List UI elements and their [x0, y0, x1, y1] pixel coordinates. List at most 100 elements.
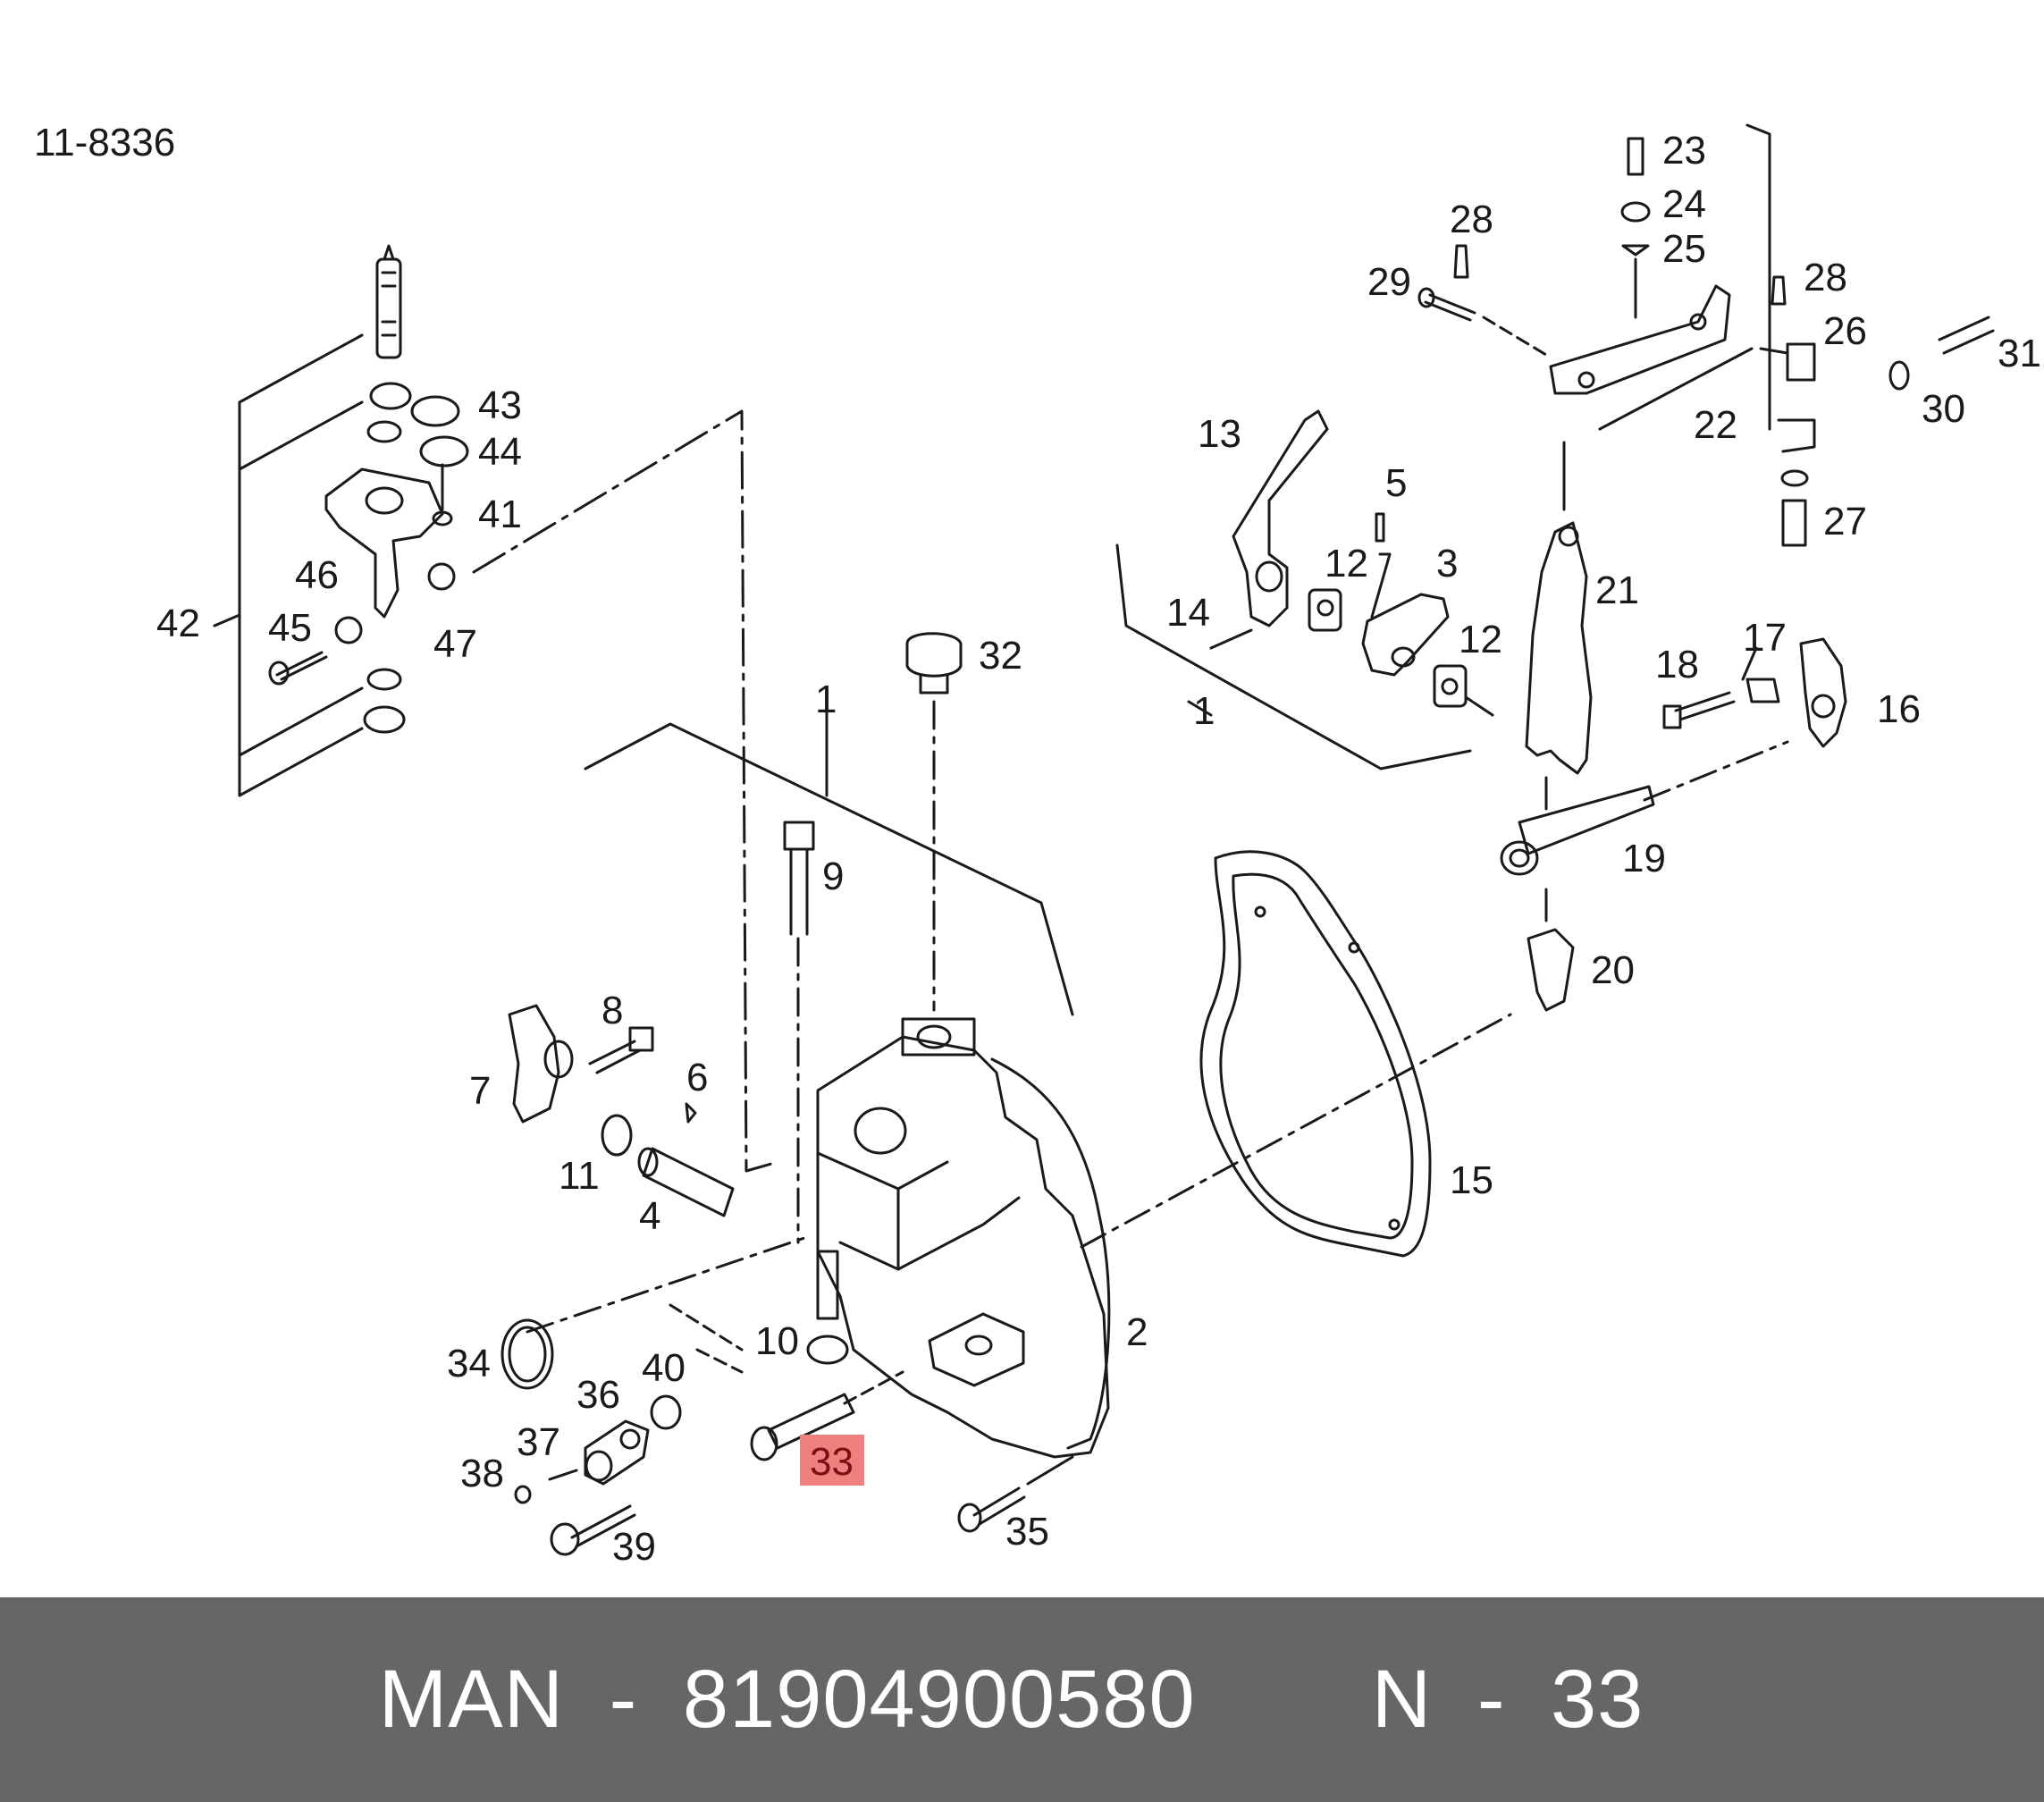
callout-1b: 1 — [1193, 689, 1215, 733]
pin-5 — [1375, 512, 1385, 543]
callout-34: 34 — [447, 1342, 491, 1385]
nut-part — [363, 705, 406, 734]
callout-29: 29 — [1367, 260, 1411, 304]
ref-label: N — [1371, 1654, 1433, 1745]
callout-23: 23 — [1662, 129, 1706, 173]
svg-text:37: 37 — [517, 1420, 560, 1464]
pin-4 — [642, 1147, 735, 1217]
svg-text:7: 7 — [469, 1069, 491, 1113]
screw-33 — [767, 1393, 855, 1450]
washer-part — [410, 395, 460, 427]
callout-28b: 28 — [1804, 256, 1847, 299]
callout-18: 18 — [1655, 643, 1699, 686]
lever-16 — [1799, 637, 1847, 748]
bracket-group-frame — [238, 333, 364, 797]
callout-42: 42 — [156, 602, 200, 645]
washer-part — [366, 668, 402, 691]
svg-text:16: 16 — [1877, 687, 1921, 731]
washer-30 — [1888, 360, 1910, 391]
svg-text:14: 14 — [1166, 591, 1210, 635]
clip-28b — [1771, 275, 1787, 306]
svg-text:18: 18 — [1655, 643, 1699, 686]
callout-14: 14 — [1166, 591, 1210, 635]
svg-text:39: 39 — [612, 1525, 656, 1569]
svg-text:26: 26 — [1823, 309, 1867, 353]
plate-12b — [1433, 664, 1468, 708]
lever-3 — [1361, 593, 1450, 677]
callout-46: 46 — [295, 553, 339, 597]
pin-part — [375, 257, 402, 359]
callout-47: 47 — [433, 622, 477, 666]
brand-separator: - — [609, 1654, 638, 1745]
callout-33: 33 — [810, 1440, 854, 1484]
block-26 — [1786, 342, 1816, 382]
callout-25: 25 — [1662, 227, 1706, 271]
svg-text:40: 40 — [642, 1346, 686, 1390]
svg-text:17: 17 — [1743, 616, 1787, 660]
stud-10 — [816, 1250, 839, 1320]
highlight-33-box — [800, 1435, 864, 1486]
callout-12b: 12 — [1459, 618, 1502, 661]
svg-text:2: 2 — [1126, 1310, 1148, 1354]
group-1-frame — [1115, 543, 1472, 770]
callout-10: 10 — [755, 1319, 799, 1363]
callout-8: 8 — [601, 989, 623, 1032]
svg-text:30: 30 — [1922, 387, 1965, 431]
svg-text:4: 4 — [639, 1194, 660, 1238]
screw-27 — [1781, 499, 1807, 547]
callout-7: 7 — [469, 1069, 491, 1113]
svg-text:19: 19 — [1622, 837, 1666, 880]
callout-9: 9 — [822, 855, 844, 898]
svg-text:24: 24 — [1662, 182, 1706, 226]
screw-37 — [548, 1469, 578, 1481]
svg-text:11: 11 — [559, 1154, 600, 1198]
callout-labels: 1 1 2 3 4 5 6 7 8 9 10 11 12 12 13 14 15… — [156, 129, 2041, 1569]
key-6 — [685, 1102, 697, 1124]
callout-11: 11 — [559, 1154, 600, 1198]
ball-38 — [514, 1485, 532, 1504]
svg-text:41: 41 — [478, 493, 522, 536]
svg-text:35: 35 — [1005, 1510, 1049, 1554]
callout-22: 22 — [1694, 403, 1737, 447]
pin-29 — [1424, 293, 1476, 322]
callout-42-leader — [213, 613, 241, 627]
svg-text:27: 27 — [1823, 500, 1867, 543]
brand-name: MAN — [378, 1654, 565, 1745]
svg-text:21: 21 — [1595, 568, 1639, 612]
callout-2: 2 — [1126, 1310, 1148, 1354]
gasket-15 — [1199, 850, 1432, 1258]
plug-part — [905, 632, 963, 678]
svg-text:15: 15 — [1450, 1158, 1493, 1202]
callout-5: 5 — [1385, 461, 1407, 505]
svg-text:38: 38 — [460, 1452, 504, 1495]
callout-37: 37 — [517, 1420, 560, 1464]
main-housing — [816, 1035, 1110, 1459]
callout-38: 38 — [460, 1452, 504, 1495]
exploded-view-drawing: 1 1 2 3 4 5 6 7 8 9 10 11 12 12 13 14 15… — [156, 123, 2041, 1569]
callout-12a: 12 — [1325, 542, 1368, 585]
callout-13: 13 — [1198, 412, 1241, 456]
callout-6: 6 — [686, 1056, 708, 1099]
callout-43: 43 — [478, 383, 522, 427]
callout-17: 17 — [1743, 616, 1787, 660]
callout-4: 4 — [639, 1194, 660, 1238]
callout-41: 41 — [478, 493, 522, 536]
washer-11 — [601, 1114, 633, 1157]
bracket-plate — [324, 467, 444, 619]
callout-32: 32 — [979, 634, 1022, 678]
lever-13 — [1232, 409, 1329, 627]
svg-text:28: 28 — [1804, 256, 1847, 299]
clip-17 — [1745, 678, 1780, 703]
bolt-part — [275, 651, 328, 681]
svg-text:13: 13 — [1198, 412, 1241, 456]
screw-23 — [1627, 137, 1644, 176]
part-info-line: MAN - 81904900580 N - 33 — [379, 1653, 1666, 1747]
bolt-18 — [1674, 691, 1736, 721]
svg-text:1: 1 — [1193, 689, 1215, 733]
callout-27: 27 — [1823, 500, 1867, 543]
svg-text:10: 10 — [755, 1319, 799, 1363]
svg-text:32: 32 — [979, 634, 1022, 678]
nut-40 — [650, 1394, 682, 1430]
callout-24: 24 — [1662, 182, 1706, 226]
callout-1a: 1 — [815, 678, 837, 721]
